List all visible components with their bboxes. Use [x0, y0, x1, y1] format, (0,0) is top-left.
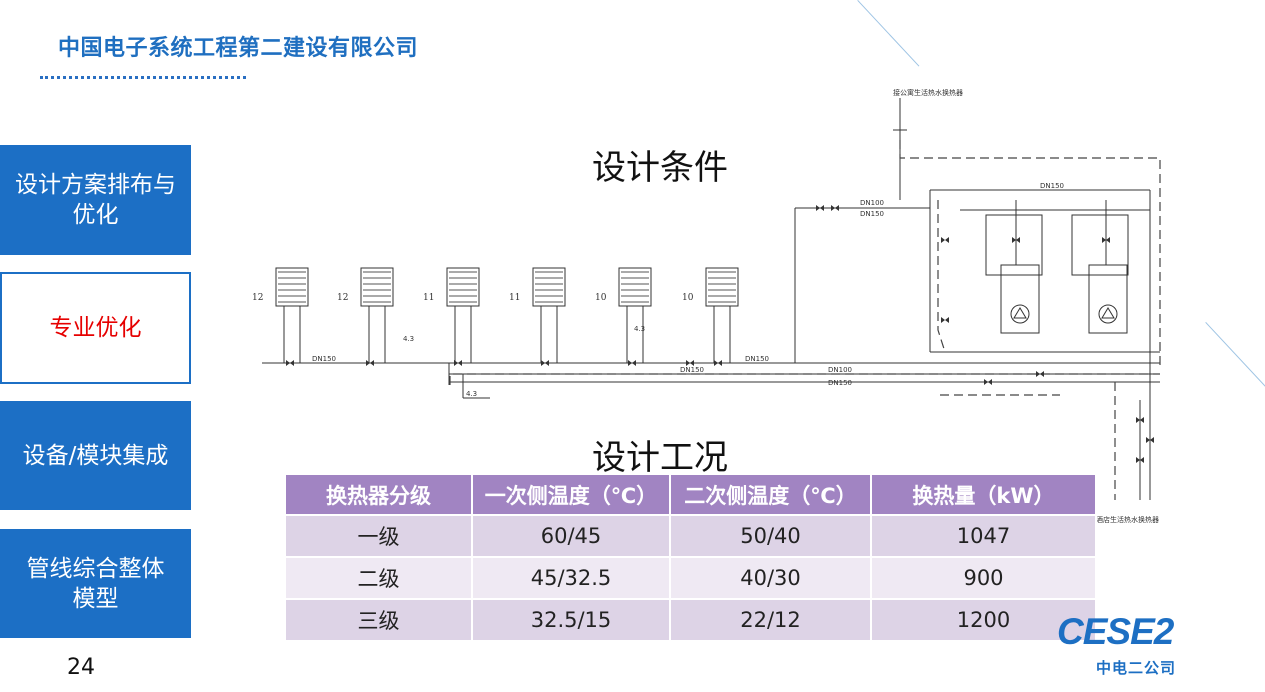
valve-icon — [686, 360, 694, 366]
valve-icon — [541, 360, 549, 366]
valve-icon — [831, 205, 839, 211]
table-cell: 60/45 — [471, 514, 671, 558]
table-header-row: 换热器分级 一次侧温度（℃） 二次侧温度（℃） 换热量（kW） — [284, 473, 1097, 516]
valve-icon — [1136, 457, 1144, 463]
nav-item-label: 管线综合整体模型 — [26, 555, 165, 612]
heat-exchanger-icon: 11 — [509, 267, 566, 363]
table-cell: 三级 — [284, 598, 473, 642]
valve-number-label: 4.3 — [403, 335, 414, 343]
valve-icon — [1036, 371, 1044, 377]
company-name: 中国电子系统工程第二建设有限公司 — [58, 36, 419, 61]
nav-item-label: 设备/模块集成 — [22, 442, 169, 469]
valve-icon — [628, 360, 636, 366]
nav-item-pipeline-model[interactable]: 管线综合整体模型 — [0, 529, 191, 638]
table-cell: 32.5/15 — [471, 598, 671, 642]
heat-exchanger-number: 11 — [509, 293, 520, 303]
table-cell: 50/40 — [669, 514, 872, 558]
column-header: 换热器分级 — [284, 473, 473, 516]
table-cell: 45/32.5 — [471, 556, 671, 600]
table-cell: 1047 — [870, 514, 1097, 558]
label-top-heater: 接公寓生活热水换热器 — [893, 88, 963, 97]
pipe-label: DN150 — [745, 355, 769, 363]
table-row: 三级 32.5/15 22/12 1200 — [284, 598, 1097, 642]
table-cell: 40/30 — [669, 556, 872, 600]
pipe-label: DN100 — [860, 199, 884, 207]
column-header: 二次侧温度（℃） — [669, 473, 872, 516]
heat-exchanger-number: 10 — [595, 293, 607, 303]
valve-icon — [1012, 237, 1020, 243]
nav-item-equipment-integration[interactable]: 设备/模块集成 — [0, 401, 191, 510]
nav-item-professional-optimization[interactable]: 专业优化 — [0, 272, 191, 384]
table-cell: 1200 — [870, 598, 1097, 642]
nav-item-label: 专业优化 — [49, 315, 142, 341]
decorative-line — [1205, 322, 1265, 389]
pipe-label: DN150 — [860, 210, 884, 218]
company-logo: CESE2 — [1057, 611, 1174, 652]
heat-exchanger-number: 12 — [252, 293, 263, 303]
heat-exchanger-table: 换热器分级 一次侧温度（℃） 二次侧温度（℃） 换热量（kW） 一级 60/45… — [284, 473, 1097, 642]
heat-exchanger-icon: 12 — [252, 267, 309, 363]
valve-icon — [941, 237, 949, 243]
header-divider — [40, 76, 246, 79]
table-cell: 900 — [870, 556, 1097, 600]
pipe-label: DN150 — [1040, 182, 1064, 190]
valve-icon — [984, 379, 992, 385]
label-bottom-heater: 酒店生活热水换热器 — [1096, 515, 1159, 524]
valve-icon — [1146, 437, 1154, 443]
valve-number-label: 4.3 — [634, 325, 645, 333]
company-logo-text: 中电二公司 — [1096, 659, 1177, 677]
table-row: 二级 45/32.5 40/30 900 — [284, 556, 1097, 600]
heat-exchanger-icon: 12 — [337, 267, 394, 363]
valve-icon — [1102, 237, 1110, 243]
nav-item-design-layout[interactable]: 设计方案排布与优化 — [0, 145, 191, 255]
working-conditions-title: 设计工况 — [592, 438, 728, 478]
decorative-line — [857, 0, 920, 67]
valve-icon — [714, 360, 722, 366]
valve-icon — [941, 317, 949, 323]
heat-exchanger-icon: 10 — [682, 267, 739, 363]
valve-icon — [816, 205, 824, 211]
design-conditions-title: 设计条件 — [592, 148, 728, 188]
heat-exchanger-number: 12 — [337, 293, 348, 303]
heat-exchanger-number: 11 — [423, 293, 434, 303]
valve-icon — [366, 360, 374, 366]
pipe-label: DN150 — [312, 355, 336, 363]
valve-number-label: 4.3 — [466, 390, 477, 398]
heat-exchanger-number: 10 — [682, 293, 694, 303]
pipe-label: DN100 — [828, 366, 852, 374]
valve-icon — [286, 360, 294, 366]
nav-item-label: 设计方案排布与优化 — [15, 172, 176, 228]
table-cell: 二级 — [284, 556, 473, 600]
pipe-label: DN150 — [680, 366, 704, 374]
column-header: 换热量（kW） — [870, 473, 1097, 516]
heat-exchanger-icon: 10 — [595, 267, 652, 363]
column-header: 一次侧温度（℃） — [471, 473, 671, 516]
table-cell: 一级 — [284, 514, 473, 558]
valve-icon — [1136, 417, 1144, 423]
pipe-label: DN150 — [828, 379, 852, 387]
heat-exchanger-icon: 11 — [423, 267, 480, 363]
valve-icon — [454, 360, 462, 366]
table-row: 一级 60/45 50/40 1047 — [284, 514, 1097, 558]
table-cell: 22/12 — [669, 598, 872, 642]
page-number: 24 — [67, 655, 95, 680]
